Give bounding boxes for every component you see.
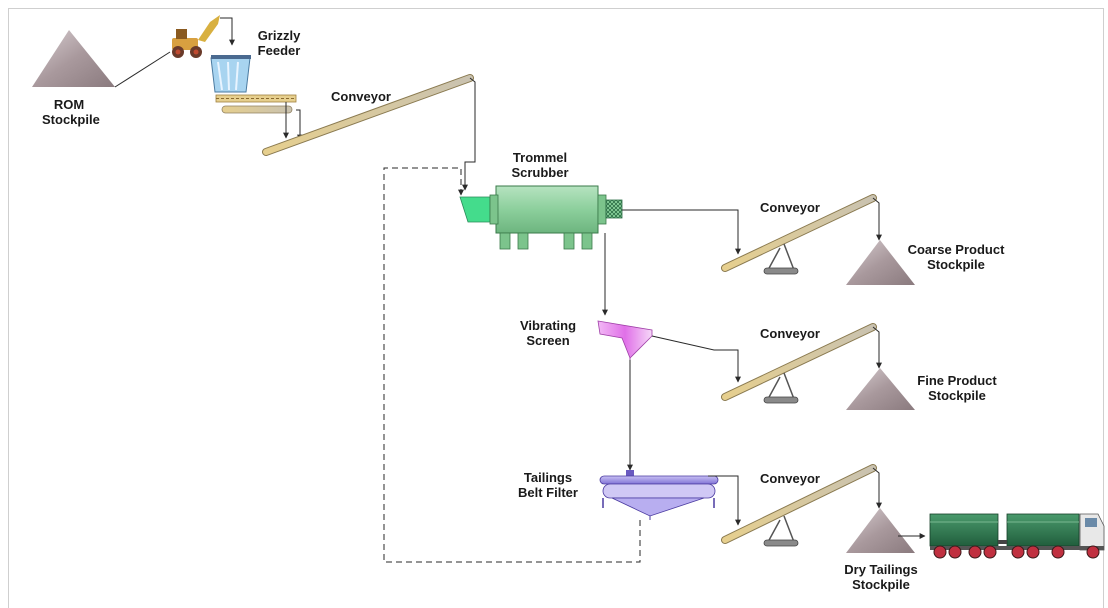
tailings-belt-filter-label: Tailings Belt Filter xyxy=(512,470,584,500)
rom-stockpile xyxy=(32,30,115,87)
conveyor-to-trommel-arrow xyxy=(462,77,476,191)
rom-to-loader-line xyxy=(114,51,171,88)
fine-label-line-1: Fine Product xyxy=(917,373,997,388)
screen-label-line-1: Vibrating xyxy=(519,318,577,333)
recycle-loop-dashed-arrow xyxy=(383,167,641,563)
fine-product-stockpile xyxy=(846,368,915,410)
vibrating-screen xyxy=(597,320,653,362)
diagram-frame xyxy=(8,8,1104,608)
loader-to-hopper-arrow xyxy=(220,17,235,46)
front-loader-icon xyxy=(172,15,220,58)
rom-label-line-2: Stockpile xyxy=(42,112,100,127)
screen-to-fine-conveyor-arrow xyxy=(651,335,741,383)
feeder-to-conveyor-arrow-2 xyxy=(296,109,303,141)
coarse-product-stockpile xyxy=(846,240,915,285)
coarse-product-label: Coarse Product Stockpile xyxy=(900,242,1012,272)
trommel-to-coarse-conveyor-arrow xyxy=(622,209,741,255)
trommel-label-line-2: Scrubber xyxy=(511,165,569,180)
coarse-conveyor xyxy=(721,194,877,275)
tailings-conveyor-label: Conveyor xyxy=(760,471,820,486)
coarse-label-line-1: Coarse Product xyxy=(907,242,1005,257)
grizzly-label-line-2: Feeder xyxy=(257,43,301,58)
tailings-conveyor xyxy=(721,464,877,547)
dry-label-line-2: Stockpile xyxy=(852,577,910,592)
vibrating-screen-label: Vibrating Screen xyxy=(512,318,584,348)
grizzly-feeder-label: Grizzly Feeder xyxy=(250,28,308,58)
tailings-conveyor-to-pile-arrow xyxy=(872,467,882,509)
coarse-label-line-2: Stockpile xyxy=(927,257,985,272)
haul-truck-icon xyxy=(929,513,1105,559)
coarse-conveyor-label: Conveyor xyxy=(760,200,820,215)
dry-tailings-label: Dry Tailings Stockpile xyxy=(833,562,929,592)
fine-conveyor xyxy=(721,323,877,404)
trommel-scrubber-label: Trommel Scrubber xyxy=(510,150,570,180)
filter-label-line-1: Tailings xyxy=(523,470,573,485)
grizzly-feeder-hopper xyxy=(210,55,251,93)
coarse-conveyor-to-pile-arrow xyxy=(872,197,882,241)
tailings-belt-filter xyxy=(599,470,719,520)
fine-product-label: Fine Product Stockpile xyxy=(907,373,1007,403)
trommel-label-line-1: Trommel xyxy=(512,150,568,165)
trommel-scrubber xyxy=(459,185,623,250)
screen-label-line-2: Screen xyxy=(526,333,570,348)
dry-tailings-stockpile xyxy=(846,508,915,553)
filter-label-line-2: Belt Filter xyxy=(518,485,578,500)
grizzly-label-line-1: Grizzly xyxy=(257,28,301,43)
fine-conveyor-label: Conveyor xyxy=(760,326,820,341)
main-conveyor xyxy=(262,74,474,156)
filter-to-tailings-conveyor-arrow xyxy=(708,475,741,526)
process-flow-diagram xyxy=(32,15,1105,563)
fine-conveyor-to-pile-arrow xyxy=(872,326,882,369)
fine-label-line-2: Stockpile xyxy=(928,388,986,403)
dry-label-line-1: Dry Tailings xyxy=(844,562,918,577)
main-conveyor-label: Conveyor xyxy=(331,89,391,104)
rom-stockpile-label: ROM Stockpile xyxy=(42,97,100,127)
grizzly-feeder-screw xyxy=(215,94,297,114)
rom-label-line-1: ROM xyxy=(53,97,85,112)
